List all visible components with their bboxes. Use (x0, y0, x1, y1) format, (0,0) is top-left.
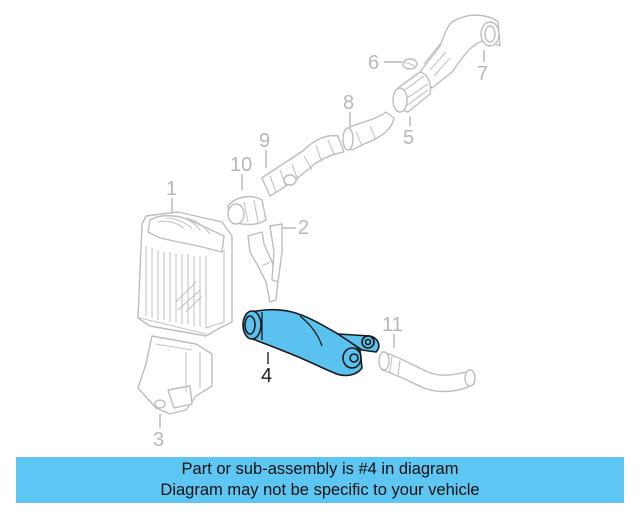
callout-8: 8 (343, 92, 354, 114)
callout-4: 4 (261, 365, 272, 387)
callout-11: 11 (382, 314, 403, 336)
banner-line-part-number: Part or sub-assembly is #4 in diagram (181, 460, 459, 478)
part-9-hose (261, 134, 345, 197)
callout-6: 6 (368, 52, 379, 74)
part-7-hose (419, 14, 501, 89)
info-banner: Part or sub-assembly is #4 in diagram Di… (16, 457, 624, 503)
part-3-duct (137, 335, 213, 415)
callout-3: 3 (153, 429, 164, 451)
part-8-pipe (342, 111, 395, 151)
callout-5: 5 (403, 127, 414, 149)
callout-10: 10 (230, 154, 252, 176)
callout-2: 2 (298, 217, 309, 239)
part-1-intercooler (137, 211, 233, 337)
banner-line-disclaimer: Diagram may not be specific to your vehi… (160, 481, 480, 499)
part-11-hose (378, 351, 476, 393)
part-10-pipe-end (227, 195, 267, 226)
callout-1: 1 (166, 178, 177, 200)
callout-9: 9 (259, 130, 270, 152)
part-5-coupler (392, 71, 432, 113)
part-4-pipe-highlighted (242, 308, 380, 377)
part-6-clamp (402, 58, 418, 70)
callout-7: 7 (477, 63, 488, 85)
part-2-bracket (247, 223, 283, 303)
